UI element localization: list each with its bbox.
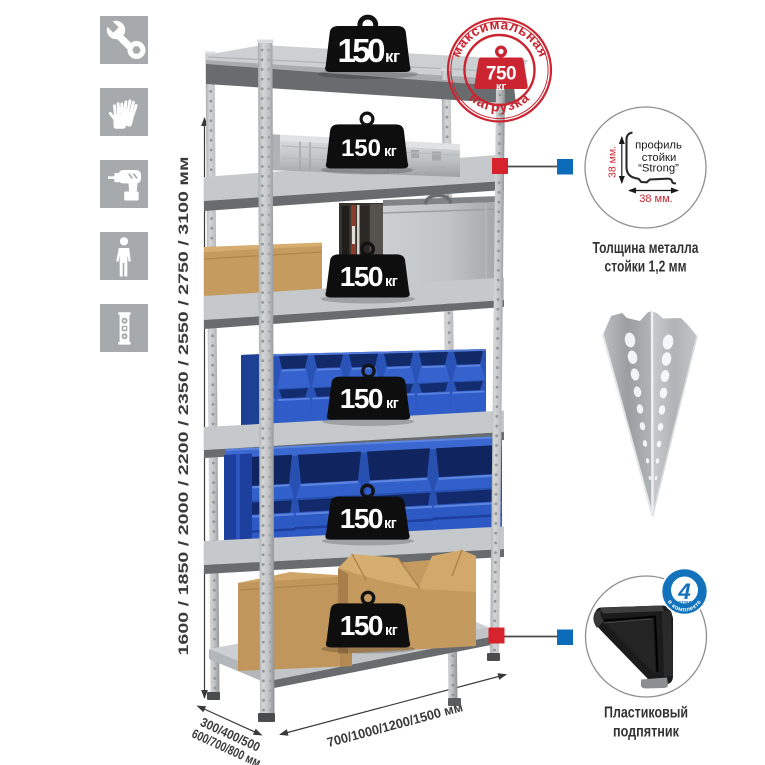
svg-text:150: 150 [340, 383, 383, 414]
svg-text:профиль: профиль [635, 140, 682, 152]
svg-text:штуки: штуки [678, 600, 692, 605]
svg-text:1600 / 1850 / 2000 / 2200 / 23: 1600 / 1850 / 2000 / 2200 / 2350 / 2550 … [175, 156, 191, 655]
svg-text:38 мм.: 38 мм. [607, 146, 619, 178]
svg-text:кг: кг [386, 396, 399, 412]
svg-text:750: 750 [486, 64, 516, 85]
svg-text:стойки: стойки [642, 152, 677, 164]
svg-text:кг: кг [385, 47, 400, 66]
svg-text:4: 4 [677, 579, 691, 604]
svg-text:150: 150 [341, 135, 381, 162]
svg-text:кг: кг [384, 144, 397, 160]
svg-text:стойки 1,2 мм: стойки 1,2 мм [605, 259, 687, 276]
svg-text:“Strong”: “Strong” [638, 163, 679, 175]
svg-text:кг: кг [384, 516, 397, 532]
svg-text:150: 150 [340, 610, 383, 641]
svg-text:150: 150 [337, 32, 384, 69]
svg-text:150: 150 [340, 503, 383, 534]
svg-text:максимальная: максимальная [448, 17, 551, 60]
svg-text:700/1000/1200/1500 мм: 700/1000/1200/1500 мм [325, 699, 464, 750]
svg-text:кг: кг [385, 623, 398, 639]
svg-text:Пластиковый: Пластиковый [604, 705, 688, 722]
svg-text:150: 150 [340, 261, 383, 292]
svg-text:подпятник: подпятник [613, 724, 680, 741]
svg-text:38 мм.: 38 мм. [639, 193, 672, 205]
svg-text:Толщина металла: Толщина металла [593, 240, 699, 257]
svg-text:кг: кг [496, 81, 507, 93]
svg-text:кг: кг [385, 274, 398, 290]
